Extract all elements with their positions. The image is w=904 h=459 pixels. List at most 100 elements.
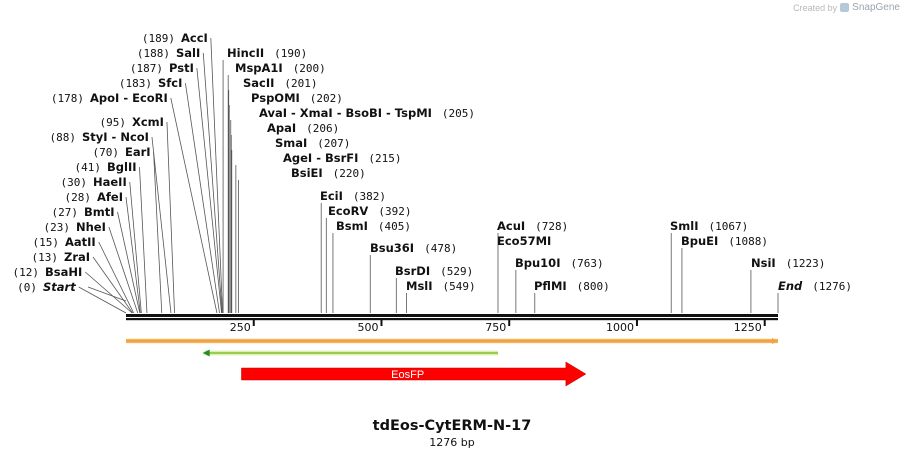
feature-arrowhead: [202, 349, 210, 357]
enzyme-label[interactable]: SalI: [176, 46, 200, 60]
backbone-strand-top: [126, 314, 778, 317]
enzyme-label[interactable]: BsmI: [336, 219, 368, 233]
enzyme-label[interactable]: ApoI - EcoRI: [90, 91, 168, 105]
enzyme-position: (12): [13, 266, 40, 279]
enzyme-label[interactable]: PflMI: [534, 279, 567, 293]
ruler-tick: [763, 320, 766, 326]
enzyme-position: (215): [368, 152, 401, 165]
enzyme-position: (27): [52, 206, 79, 219]
enzyme-position: (728): [535, 220, 568, 233]
enzyme-position: (405): [378, 220, 411, 233]
enzyme-label[interactable]: EarI: [125, 145, 151, 159]
enzyme-position: (1088): [728, 235, 768, 248]
enzyme-label[interactable]: AcuI: [497, 219, 525, 233]
enzyme-position: (220): [333, 167, 366, 180]
enzyme-label[interactable]: StyI - NcoI: [82, 130, 149, 144]
enzyme-label[interactable]: NsiI: [751, 256, 776, 270]
enzyme-label[interactable]: Eco57MI: [497, 234, 551, 248]
enzyme-position: (183): [119, 77, 152, 90]
enzyme-label[interactable]: NheI: [76, 220, 106, 234]
enzyme-label[interactable]: ZraI: [64, 250, 90, 264]
enzyme-leader-line: [85, 271, 133, 314]
enzyme-label[interactable]: HincII: [227, 46, 264, 60]
ruler-tick: [508, 320, 511, 326]
enzyme-label[interactable]: PspOMI: [251, 91, 300, 105]
enzyme-leader-line: [184, 82, 220, 314]
enzyme-position: (30): [61, 176, 88, 189]
ruler-tick-label: 1000: [606, 321, 634, 334]
enzyme-position: (549): [443, 280, 476, 293]
sequence-name: tdEos-CytERM-N-17: [372, 418, 532, 434]
credit-brand: SnapGene: [852, 2, 900, 13]
enzyme-position: (478): [424, 242, 457, 255]
ruler-tick: [635, 320, 638, 326]
enzyme-position: (70): [93, 146, 120, 159]
enzyme-label[interactable]: MslI: [406, 279, 433, 293]
enzyme-label[interactable]: PstI: [169, 61, 194, 75]
enzyme-label[interactable]: HaeII: [93, 175, 127, 189]
enzyme-position: (1223): [786, 257, 826, 270]
snapgene-credit: Created by SnapGene: [793, 2, 900, 13]
enzyme-label[interactable]: MspA1I: [235, 61, 283, 75]
ruler-tick-label: 250: [230, 321, 251, 334]
enzyme-label[interactable]: BmtI: [84, 205, 115, 219]
enzyme-label[interactable]: BglII: [107, 160, 137, 174]
enzyme-label[interactable]: XcmI: [132, 115, 164, 129]
enzyme-position: (382): [353, 190, 386, 203]
ruler-tick-label: 750: [485, 321, 506, 334]
enzyme-leader-line: [151, 136, 172, 314]
enzyme-label[interactable]: End: [778, 279, 803, 293]
feature-track: EosFP: [126, 338, 778, 387]
enzyme-position: (178): [51, 92, 84, 105]
enzyme-label[interactable]: SmlI: [670, 219, 699, 233]
enzyme-position: (529): [440, 265, 473, 278]
enzyme-label[interactable]: BsrDI: [395, 264, 430, 278]
enzyme-label[interactable]: EcoRV: [328, 204, 368, 218]
enzyme-position: (28): [65, 191, 92, 204]
enzyme-position: (15): [33, 236, 60, 249]
enzyme-position: (190): [274, 47, 307, 60]
enzyme-label[interactable]: BsiEI: [291, 166, 323, 180]
enzyme-leader-line: [129, 181, 142, 314]
enzyme-position: (392): [378, 205, 411, 218]
enzyme-position: (188): [137, 47, 170, 60]
enzyme-label[interactable]: BpuEI: [681, 234, 718, 248]
enzyme-position: (13): [32, 251, 59, 264]
feature-arrow-eosfp[interactable]: [241, 361, 587, 387]
enzyme-label[interactable]: EciI: [320, 189, 343, 203]
enzyme-leader-line: [170, 97, 218, 314]
enzyme-label[interactable]: ApaI: [267, 121, 296, 135]
ruler-tick: [252, 320, 255, 326]
enzyme-label[interactable]: AatII: [65, 235, 96, 249]
enzyme-label[interactable]: BsaHI: [45, 265, 82, 279]
enzyme-leader-line: [196, 67, 222, 314]
feature-bar-green[interactable]: [206, 351, 498, 355]
feature-label: EosFP: [391, 369, 424, 381]
enzyme-label[interactable]: Bpu10I: [515, 256, 560, 270]
enzyme-leader-line: [210, 37, 223, 314]
enzyme-label[interactable]: SfcI: [158, 76, 182, 90]
enzyme-position: (206): [306, 122, 339, 135]
enzyme-position: (800): [577, 280, 610, 293]
enzyme-label[interactable]: AvaI - XmaI - BsoBI - TspMI: [259, 106, 432, 120]
enzyme-label[interactable]: AgeI - BsrFI: [283, 151, 358, 165]
enzyme-position: (201): [284, 77, 317, 90]
enzyme-label[interactable]: SacII: [243, 76, 274, 90]
feature-arrowhead: [772, 338, 778, 344]
enzyme-position: (0): [17, 281, 37, 294]
enzyme-label[interactable]: AccI: [181, 31, 208, 45]
enzyme-label[interactable]: Start: [43, 280, 76, 294]
enzyme-leader-lines: [78, 37, 779, 314]
enzyme-position: (41): [75, 161, 102, 174]
enzyme-position: (23): [44, 221, 71, 234]
enzyme-position: (88): [50, 131, 77, 144]
enzyme-leader-line: [87, 286, 127, 302]
enzyme-position: (207): [317, 137, 350, 150]
enzyme-label[interactable]: AfeI: [97, 190, 123, 204]
feature-bar-orange[interactable]: [126, 339, 778, 343]
enzyme-label[interactable]: Bsu36I: [370, 241, 414, 255]
enzyme-leader-line: [202, 52, 223, 314]
enzyme-label[interactable]: SmaI: [275, 136, 307, 150]
